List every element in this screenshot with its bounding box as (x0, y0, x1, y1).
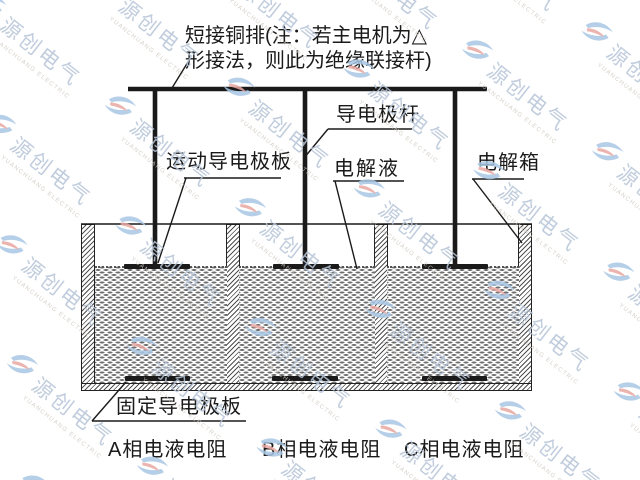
electrolyte-liquid-b (239, 266, 375, 383)
brand-swoosh-icon (0, 114, 17, 133)
fixed-electrode-plate-c (422, 376, 487, 381)
watermark-en-text: YUANCHUANG ELECTRIC (107, 16, 190, 82)
electrode-rod-label: 导电极杆 (336, 104, 420, 126)
tank-outer-wall-right (518, 224, 532, 391)
moving-plate-label: 运动导电极板 (166, 151, 292, 173)
watermark-cn-text: 源创电气 (590, 0, 640, 1)
phase-a-resistor-label: A相电液电阻 (108, 439, 228, 461)
watermark-en-text: YUANCHUANG ELECTRIC (466, 0, 547, 26)
brand-swoosh-icon (0, 0, 7, 14)
watermark-en-text: YUANCHUANG ELECTRIC (476, 80, 558, 147)
watermark-cn-text: 源创电气 (0, 13, 86, 92)
tank-divider-wall-ab (226, 224, 240, 391)
watermark-en-text: YUANCHUANG ELECTRIC (606, 182, 640, 248)
watermark-cn-text: 源创电气 (482, 59, 573, 137)
tank-divider-wall-bc (374, 224, 388, 391)
watermark-en-text: YUANCHUANG ELECTRIC (627, 422, 640, 480)
watermark-en-text: YUANCHUANG ELECTRIC (21, 395, 103, 461)
tank-label-leader (472, 178, 523, 244)
electrolyte-liquid-c (387, 266, 519, 383)
watermark-en-text: YUANCHUANG ELECTRIC (10, 275, 93, 341)
watermark-en-text: YUANCHUANG ELECTRIC (0, 35, 71, 101)
watermark-cn-text: 源创电气 (634, 401, 640, 479)
phase-c-resistor-label: C相电液电阻 (404, 439, 525, 461)
watermark-cn-text: 源创电气 (0, 389, 4, 473)
watermark-en-text: YUANCHUANG ELECTRIC (585, 0, 640, 8)
moving-electrode-plate-a (124, 264, 190, 269)
watermark-en-text: YUANCHUANG ELECTRIC (595, 62, 640, 128)
watermark-cn-text: 源创电气 (515, 420, 606, 480)
brand-swoosh-icon (461, 40, 494, 59)
busbar-note-line2: 形接法，则此为绝缘联接杆) (185, 50, 432, 72)
watermark-cn-text: 源创电气 (471, 0, 567, 20)
brand-swoosh-icon (22, 475, 50, 480)
brand-swoosh-icon (6, 355, 39, 374)
moving-plate-leader (157, 177, 187, 264)
fixed-electrode-plate-a (125, 376, 190, 381)
watermark-cn-text: 源创电气 (612, 161, 640, 239)
watermark-cn-text: 源创电气 (493, 179, 584, 258)
moving-electrode-plate-c (422, 264, 488, 269)
tank-outer-wall-left (81, 224, 95, 391)
tank-floor (81, 383, 532, 391)
brand-swoosh-icon (581, 22, 613, 41)
brand-swoosh-icon (0, 235, 28, 254)
watermark-en-text: YUANCHUANG ELECTRIC (617, 302, 640, 369)
brand-swoosh-icon (591, 142, 624, 161)
fixed-plate-label: 固定导电极板 (116, 396, 242, 418)
electrolyte-tank-label: 电解箱 (477, 152, 540, 174)
watermark-cn-text: 源创电气 (602, 41, 640, 119)
watermark-en-text: YUANCHUANG ELECTRIC (390, 460, 471, 480)
brand-swoosh-icon (234, 198, 267, 217)
moving-electrode-plate-b (273, 264, 339, 269)
watermark-en-text: YUANCHUANG ELECTRIC (0, 154, 82, 221)
busbar-note-line1: 短接铜排(注：若主电机为△ (185, 25, 428, 47)
brand-swoosh-icon (613, 382, 640, 401)
electrolyte-leader (334, 180, 358, 270)
fixed-electrode-plate-b (272, 376, 338, 381)
watermark-cn-text: 源创电气 (5, 133, 96, 211)
brand-swoosh-icon (223, 77, 255, 96)
rod-label-leader (303, 128, 329, 159)
electrolyte-liquid-a (95, 266, 227, 383)
brand-swoosh-icon (603, 262, 635, 281)
brand-swoosh-icon (115, 216, 147, 235)
watermark-cn-text: 源创电气 (623, 281, 640, 359)
brand-swoosh-icon (494, 401, 527, 420)
electrolyte-label: 电解液 (334, 158, 400, 180)
brand-swoosh-icon (89, 0, 129, 5)
watermark-cn-text: 源创电气 (156, 472, 252, 480)
phase-b-resistor-label: B相电液电阻 (262, 439, 382, 461)
brand-swoosh-icon (104, 96, 137, 115)
